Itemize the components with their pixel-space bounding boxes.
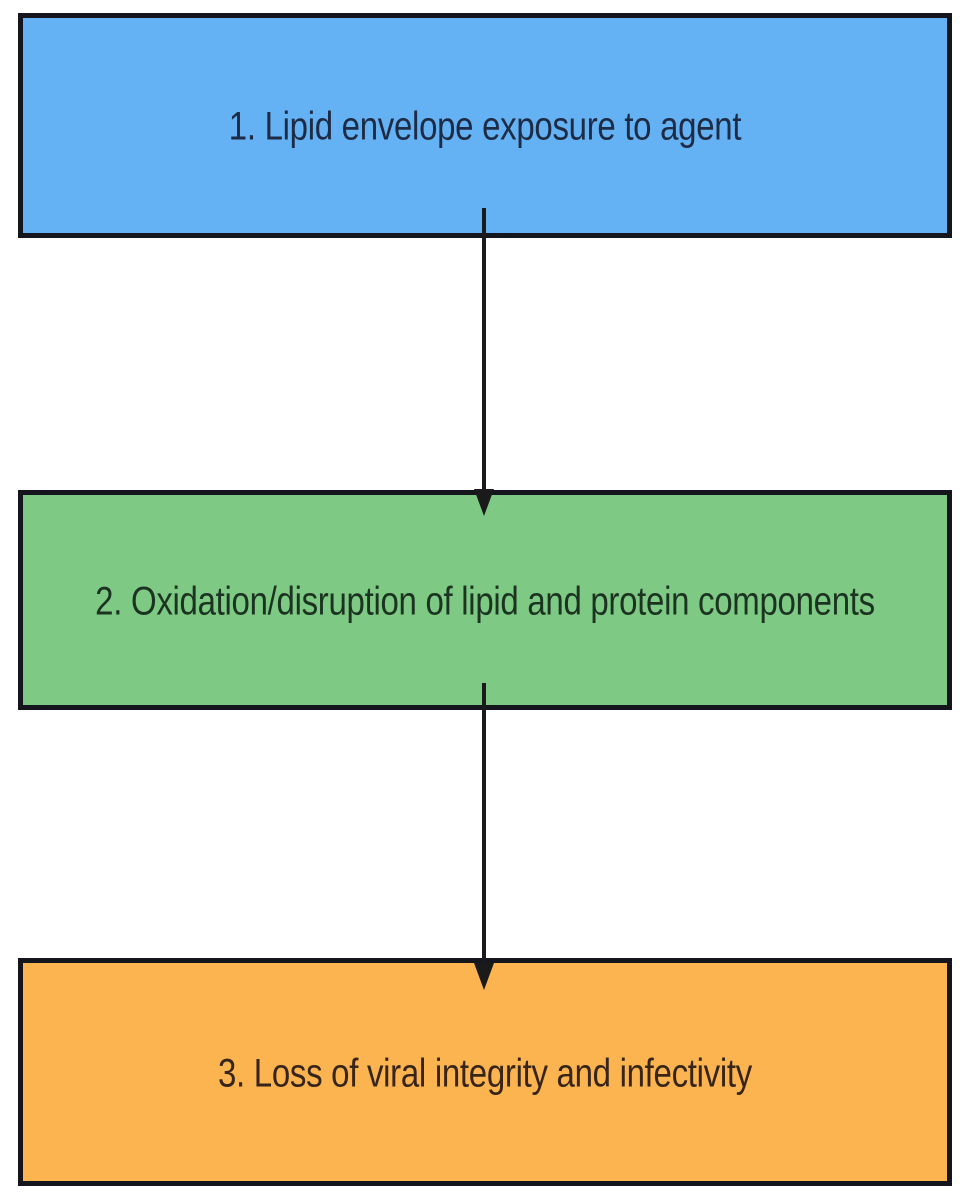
flow-step-3-box: 3. Loss of viral integrity and infectivi… <box>18 958 952 1186</box>
flow-step-2-label: 2. Oxidation/disruption of lipid and pro… <box>95 577 875 623</box>
arrow-step2-to-step3 <box>474 683 494 990</box>
flow-step-2-box: 2. Oxidation/disruption of lipid and pro… <box>18 490 952 710</box>
flow-step-1-label: 1. Lipid envelope exposure to agent <box>228 102 742 149</box>
flow-step-1-box: 1. Lipid envelope exposure to agent <box>18 13 952 238</box>
flow-step-3-label: 3. Loss of viral integrity and infectivi… <box>218 1049 752 1095</box>
arrow-step1-to-step2 <box>474 208 494 516</box>
